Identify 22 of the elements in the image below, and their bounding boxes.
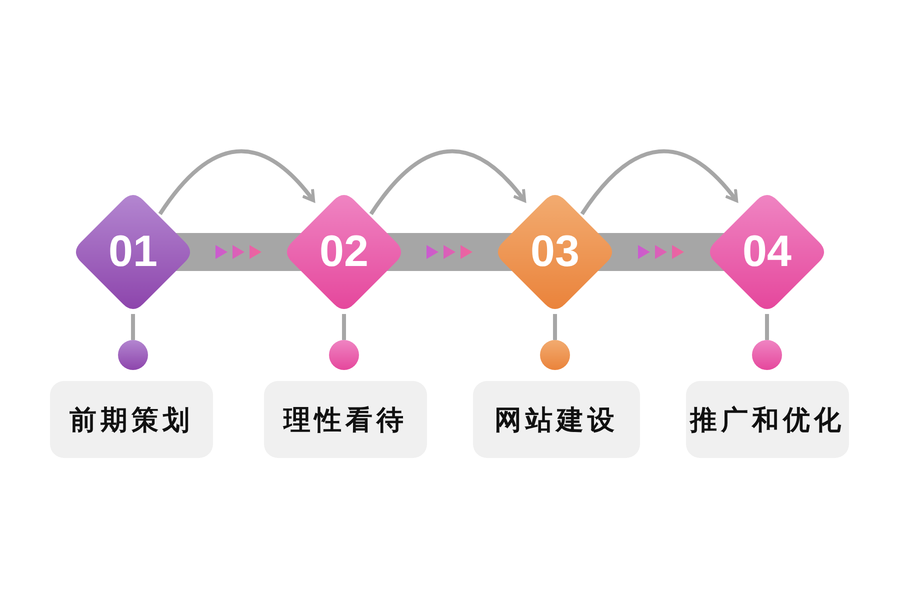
chevron-arrow — [216, 245, 262, 259]
dot — [752, 340, 782, 370]
step-label: 前期策划 — [50, 381, 213, 458]
stem-line — [342, 314, 346, 340]
dot — [329, 340, 359, 370]
curved-arrow — [369, 150, 526, 216]
stem-line — [553, 314, 557, 340]
stem-line — [131, 314, 135, 340]
step-label: 网站建设 — [473, 381, 640, 458]
step-number: 01 — [108, 227, 158, 277]
curved-arrow — [158, 150, 316, 216]
chevron-arrow — [638, 245, 684, 259]
step-number: 04 — [742, 227, 792, 277]
chevron-arrow — [426, 245, 472, 259]
curved-arrow — [580, 150, 738, 216]
step-label: 推广和优化 — [686, 381, 849, 458]
step-number: 03 — [530, 227, 580, 277]
stem-line — [765, 314, 769, 340]
dot — [540, 340, 570, 370]
dot — [118, 340, 148, 370]
step-number: 02 — [320, 227, 368, 277]
step-label: 理性看待 — [264, 381, 427, 458]
